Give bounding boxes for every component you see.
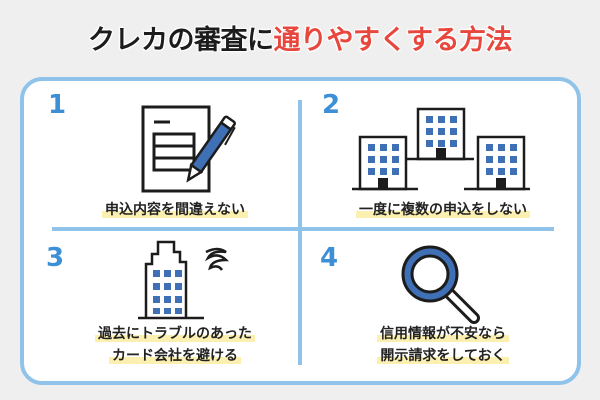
tip-2-number: 2 — [322, 90, 341, 120]
multiple-buildings-icon — [352, 107, 530, 191]
tip-1-label: 申込内容を間違えない — [60, 199, 290, 221]
tip-4-label: 信用情報が不安なら開示請求をしておく — [318, 323, 568, 367]
document-pen-icon — [141, 105, 236, 193]
title-red-part: 通りやすくする方法 — [273, 25, 513, 56]
horizontal-divider — [52, 227, 554, 231]
tip-3-label: 過去にトラブルのあったカード会社を避ける — [60, 323, 290, 367]
tip-4-number: 4 — [320, 243, 339, 273]
title-black-part: クレカの審査に — [88, 25, 274, 56]
tip-2-label: 一度に複数の申込をしない — [318, 199, 568, 221]
tip-3-number: 3 — [46, 243, 65, 273]
magnifying-glass-icon — [401, 245, 480, 324]
page-title: クレカの審査に通りやすくする方法 — [0, 18, 600, 57]
troubled-building-icon — [138, 240, 230, 320]
vertical-divider — [298, 100, 302, 365]
tip-1-number: 1 — [48, 90, 67, 120]
